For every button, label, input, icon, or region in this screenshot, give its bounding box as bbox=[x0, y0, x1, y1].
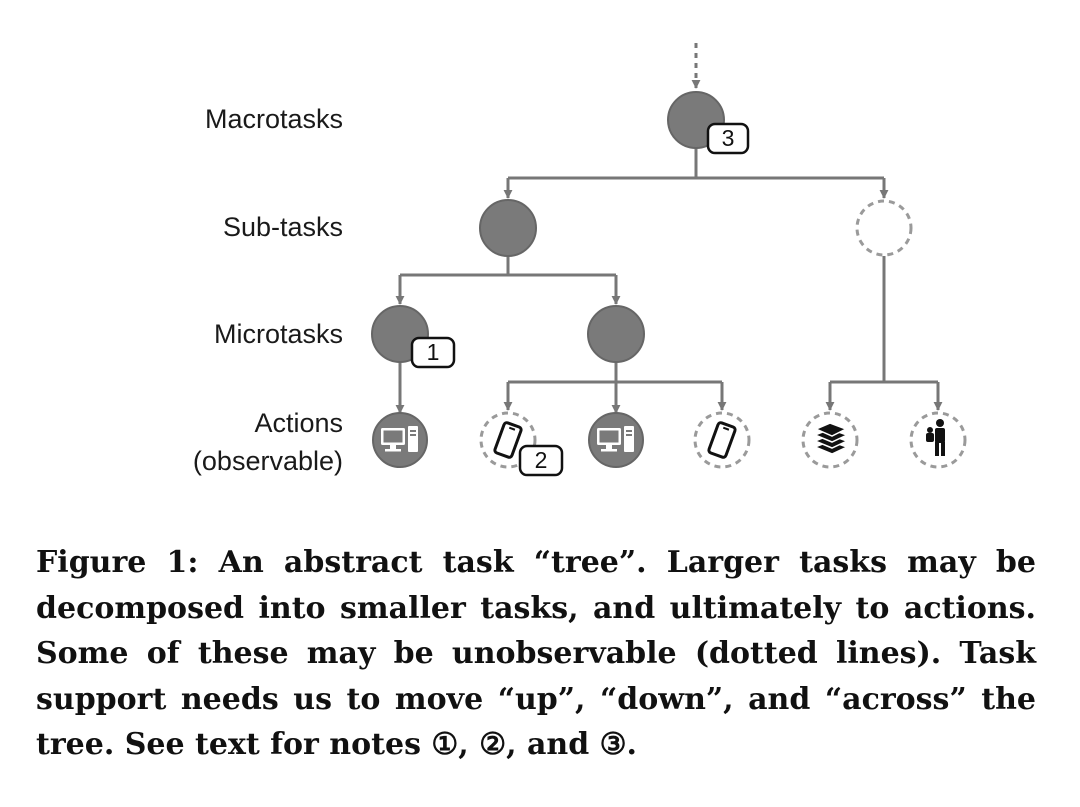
figure-caption: Figure 1: An abstract task “tree”. Large… bbox=[36, 545, 1036, 762]
note-badge-2: 2 bbox=[518, 444, 564, 477]
subtask-node-right-unobservable bbox=[855, 199, 913, 257]
subtask-node-left bbox=[479, 199, 537, 257]
action-node-4 bbox=[693, 411, 751, 469]
level-label-microtasks: Microtasks bbox=[214, 319, 343, 349]
level-label-subtasks: Sub-tasks bbox=[223, 212, 343, 242]
tree-edges bbox=[395, 43, 943, 414]
person-carrying-child-icon bbox=[926, 419, 945, 456]
note-badge-3: 3 bbox=[706, 122, 750, 155]
note-badge-1-label: 1 bbox=[427, 339, 440, 365]
level-label-actions-sub: (observable) bbox=[193, 446, 343, 476]
microtask-node-right bbox=[587, 305, 645, 363]
note-badge-3-label: 3 bbox=[722, 125, 735, 151]
smartphone-icon bbox=[493, 421, 523, 459]
level-label-actions: Actions bbox=[254, 408, 343, 438]
action-node-6 bbox=[909, 411, 967, 469]
books-icon bbox=[813, 422, 849, 455]
action-node-5 bbox=[801, 411, 859, 469]
action-node-3 bbox=[588, 412, 644, 468]
note-badge-2-label: 2 bbox=[535, 447, 548, 473]
action-node-1 bbox=[372, 412, 428, 468]
note-badge-1: 1 bbox=[410, 336, 456, 369]
task-tree-diagram: Macrotasks Sub-tasks Microtasks Actions … bbox=[193, 43, 967, 477]
level-label-macrotasks: Macrotasks bbox=[205, 104, 343, 134]
smartphone-icon bbox=[707, 421, 737, 459]
